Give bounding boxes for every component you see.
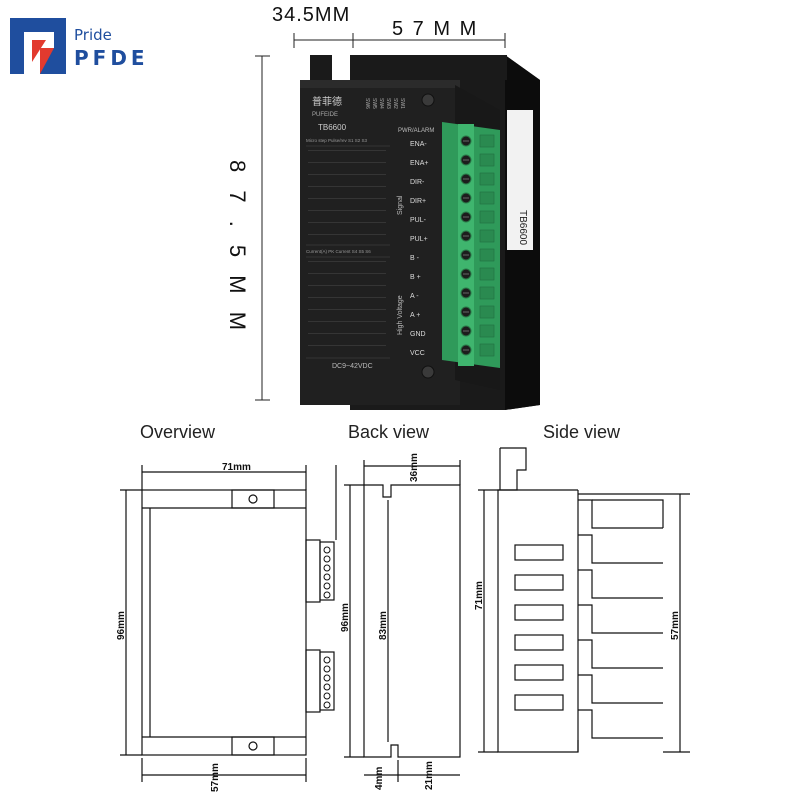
side-view-caption: Side view	[543, 422, 621, 442]
connector-screw	[323, 546, 331, 554]
device-microstep-header: Micro step Pulse/rev S1 S2 S3	[306, 138, 368, 143]
brand-name: PFDE	[74, 46, 149, 70]
terminal-label: A -	[410, 293, 419, 300]
vent-slot	[514, 574, 564, 591]
product-photo: TB6600 普菲德 PUFEIDE TB6600 Micro step Pul…	[290, 50, 550, 420]
device-current-header: Current(A) PK Current S4 S5 S6	[306, 249, 371, 254]
connector-screw	[323, 674, 331, 682]
brand-tagline: Pride	[74, 26, 112, 44]
vent-slot	[514, 694, 564, 711]
back-view-caption: Back view	[348, 422, 430, 442]
back-view-drawing	[344, 460, 461, 782]
terminal-label: VCC	[410, 350, 425, 357]
terminal-label: DIR+	[410, 198, 426, 205]
terminal-label: ENA+	[410, 160, 428, 167]
connector-screw	[323, 656, 331, 664]
terminal-label: B +	[410, 274, 421, 281]
technical-drawings: 71mm 96mm 57mm 36mm 96mm 83mm 4mm 21mm 7…	[116, 447, 690, 792]
dimension-depth-label: 34.5MM	[272, 4, 351, 26]
device-alarm-label: PWR/ALARM	[398, 128, 434, 134]
terminal-label: ENA-	[410, 141, 427, 148]
device-brand-en: PUFEIDE	[312, 112, 338, 118]
vent-slot	[514, 544, 564, 561]
pfde-logo-icon	[10, 18, 66, 74]
connector-screw	[323, 692, 331, 700]
device-hv-label: High Voltage	[397, 295, 404, 335]
overview-caption: Overview	[140, 422, 216, 442]
connector-screw	[323, 665, 331, 673]
back-small-dim: 4mm	[374, 767, 385, 790]
connector-screw	[323, 573, 331, 581]
terminal-label: GND	[410, 331, 426, 338]
side-left-dim: 71mm	[474, 581, 485, 610]
dip-switch-label: SW3	[385, 98, 391, 109]
terminal-label: B -	[410, 255, 420, 262]
back-left-dim: 96mm	[340, 603, 351, 632]
overview-bottom-dim: 57mm	[210, 763, 221, 792]
dip-switch-label: SW2	[392, 98, 398, 109]
vent-slot	[514, 664, 564, 681]
vent-slot	[514, 634, 564, 651]
side-model-label: TB6600	[517, 210, 528, 245]
connector-screw	[323, 582, 331, 590]
connector-screw	[323, 701, 331, 709]
back-top-dim: 36mm	[409, 453, 420, 482]
side-view-drawing	[478, 447, 690, 753]
dip-switch-label: SW4	[378, 98, 384, 109]
terminal-label: PUL-	[410, 217, 427, 224]
back-bottom-dim: 21mm	[424, 761, 435, 790]
connector-screw	[323, 683, 331, 691]
device-signal-label: Signal	[397, 195, 404, 215]
terminal-label: PUL+	[410, 236, 428, 243]
photo-dimension-lines	[255, 33, 506, 401]
device-brand-cn: 普菲德	[312, 95, 342, 108]
terminal-block	[442, 122, 500, 368]
dip-switch-label: SW5	[371, 98, 377, 109]
connector-screw	[323, 591, 331, 599]
back-inner-dim: 83mm	[378, 611, 389, 640]
side-right-dim: 57mm	[670, 611, 681, 640]
connector-screw	[323, 555, 331, 563]
vent-slot	[514, 604, 564, 621]
dip-switch-label: SW1	[399, 98, 405, 109]
overview-drawing	[120, 465, 337, 782]
overview-top-dim: 71mm	[222, 462, 251, 473]
dimension-width-label: 5 7 M M	[392, 18, 479, 40]
dimension-height-label: 8 7 . 5 M M	[225, 160, 250, 337]
terminal-label: A +	[410, 312, 420, 319]
brand-logo: Pride PFDE	[10, 18, 160, 74]
connector-screw	[323, 564, 331, 572]
dip-switch-label: SW6	[364, 98, 370, 109]
overview-left-dim: 96mm	[116, 611, 127, 640]
terminal-label: DIR-	[410, 179, 425, 186]
device-power-label: DC9~42VDC	[332, 363, 373, 370]
device-model: TB6600	[318, 123, 347, 132]
